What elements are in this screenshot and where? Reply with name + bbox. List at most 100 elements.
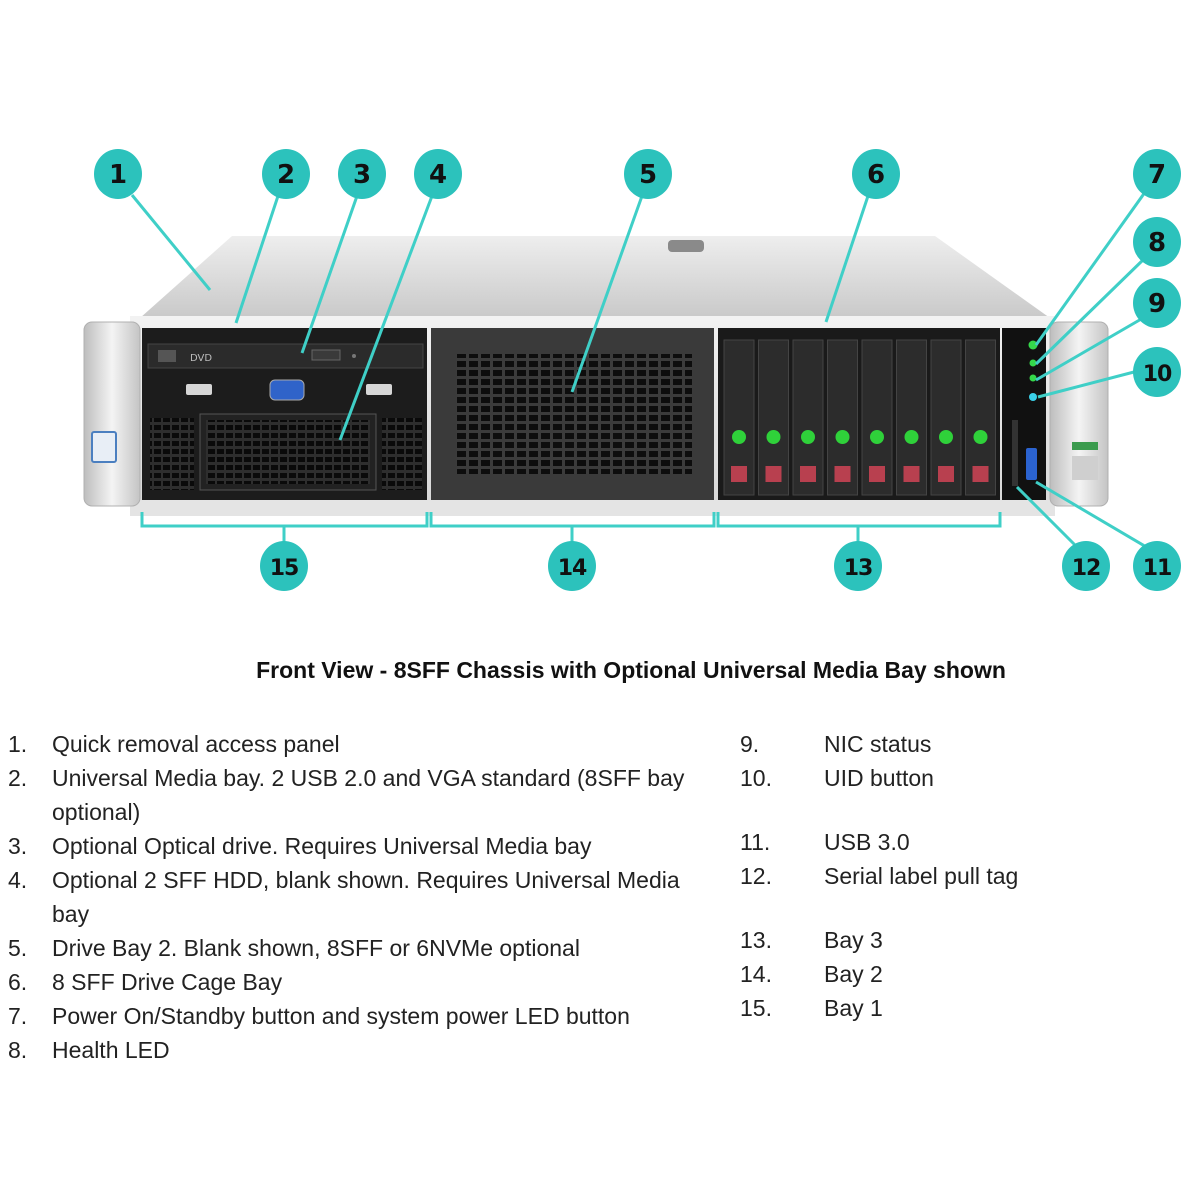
health-led: [1029, 359, 1037, 367]
callout-badge: [414, 149, 462, 199]
callout-number: 5: [639, 160, 657, 190]
legend-item: 2.Universal Media bay. 2 USB 2.0 and VGA…: [8, 761, 708, 829]
callout-badge: [1133, 541, 1181, 591]
usb2-port-right: [366, 384, 392, 395]
callout-number: 8: [1148, 228, 1166, 258]
nic-status-led: [1029, 374, 1037, 382]
drive-carrier[interactable]: [896, 339, 927, 496]
callout-number: 2: [277, 160, 295, 190]
drive-carrier[interactable]: [930, 339, 962, 496]
callout-8: 8: [1133, 217, 1181, 267]
legend-item: 7. Power On/Standby button and system pow…: [8, 999, 708, 1033]
right-rack-ear: [1049, 321, 1109, 507]
callout-badge: [1133, 149, 1181, 199]
drive-status-led: [904, 430, 919, 444]
callout-9: 9: [1133, 278, 1181, 328]
drive-status-led: [732, 430, 746, 444]
legend-text: Optional 2 SFF HDD, blank shown. Require…: [52, 867, 680, 927]
legend-number: 9.: [740, 731, 760, 757]
drive-status-led: [801, 430, 815, 444]
callout-number: 3: [353, 160, 371, 190]
callout-badge: [262, 149, 310, 199]
legend-number: 13.: [740, 927, 772, 953]
callout-badge: [94, 149, 142, 199]
callout-badge: [1133, 347, 1181, 397]
serial-label-pull-tag[interactable]: [1012, 420, 1018, 486]
callout-3: 3: [338, 149, 386, 199]
drive-release-button[interactable]: [731, 466, 747, 482]
vga-port: [269, 379, 305, 401]
drive-carrier[interactable]: [861, 339, 893, 496]
legend-number: 8.: [8, 1037, 28, 1063]
callout-4: 4: [414, 149, 462, 199]
legend-item: 11.USB 3.0: [740, 825, 1160, 859]
callout-number: 10: [1143, 362, 1172, 387]
callout-number: 15: [270, 556, 299, 581]
drive-release-button[interactable]: [938, 466, 954, 482]
drive-status-led: [939, 430, 953, 444]
callout-badge: [548, 541, 596, 591]
callout-number: 14: [558, 556, 587, 581]
drive-release-button[interactable]: [800, 466, 816, 482]
drive-release-button[interactable]: [765, 466, 782, 482]
callout-number: 11: [1143, 556, 1172, 581]
legend-text: Quick removal access panel: [52, 731, 340, 757]
callout-badge: [1133, 278, 1181, 328]
callout-number: 13: [844, 556, 873, 581]
callout-badge: [834, 541, 882, 591]
callout-number: 12: [1072, 556, 1101, 581]
legend-number: 4.: [8, 867, 28, 893]
top-latch: [668, 240, 704, 252]
optical-drive: [147, 343, 424, 369]
callout-5: 5: [624, 149, 672, 199]
legend-number: 1.: [8, 731, 28, 757]
callout-1: 1: [94, 149, 142, 199]
callout-6: 6: [852, 149, 900, 199]
callout-13: 13: [834, 541, 882, 591]
legend-text: Power On/Standby button and system power…: [52, 1003, 630, 1029]
legend-left: 1. Quick removal access panel 2.Universal …: [8, 727, 708, 1067]
drive-release-button[interactable]: [834, 466, 851, 482]
legend-number: 7.: [8, 1003, 28, 1029]
callout-14: 14: [548, 541, 596, 591]
drive-status-led: [870, 430, 884, 444]
callout-badge: [260, 541, 308, 591]
drive-carrier[interactable]: [758, 339, 789, 496]
drive-carrier[interactable]: [827, 339, 858, 496]
legend-item: 5.Drive Bay 2. Blank shown, 8SFF or 6NVM…: [8, 931, 708, 965]
uid-button[interactable]: [1029, 393, 1037, 401]
power-button-led[interactable]: [1028, 340, 1038, 350]
legend-text: UID button: [824, 765, 934, 791]
legend-item: 3.Optional Optical drive. Requires Unive…: [8, 829, 708, 863]
drive-status-led: [973, 430, 988, 444]
drive-release-button[interactable]: [903, 466, 920, 482]
drive-release-button[interactable]: [972, 466, 989, 482]
legend-number: 10.: [740, 765, 772, 791]
usb2-port-left: [186, 384, 212, 395]
drive-carrier[interactable]: [792, 339, 824, 496]
legend-text: Bay 1: [824, 995, 883, 1021]
usb3-port: [1026, 448, 1037, 480]
legend-number: 11.: [740, 829, 771, 855]
legend-number: 5.: [8, 935, 28, 961]
legend-number: 6.: [8, 969, 28, 995]
legend-item: 15.Bay 1: [740, 991, 1160, 1025]
legend-text: Serial label pull tag: [824, 863, 1019, 889]
callout-leaders: [130, 187, 1150, 550]
legend-item: 1. Quick removal access panel: [8, 727, 708, 761]
drive-carrier[interactable]: [723, 339, 755, 496]
universal-media-bay: DVD: [142, 328, 427, 500]
legend-number: 12.: [740, 863, 772, 889]
callout-badge: [1062, 541, 1110, 591]
drive-release-button[interactable]: [869, 466, 885, 482]
optical-drive-label: DVD: [190, 353, 212, 364]
callout-2: 2: [262, 149, 310, 199]
server-front-view-diagram: DVD: [83, 149, 1181, 591]
drive-carrier[interactable]: [965, 339, 996, 496]
8sff-drive-cage: [718, 328, 1000, 500]
legend-item: 4. Optional 2 SFF HDD, blank shown. Requi…: [8, 863, 708, 931]
legend-number: 3.: [8, 833, 28, 859]
callout-number: 1: [109, 160, 127, 190]
callout-badge: [624, 149, 672, 199]
